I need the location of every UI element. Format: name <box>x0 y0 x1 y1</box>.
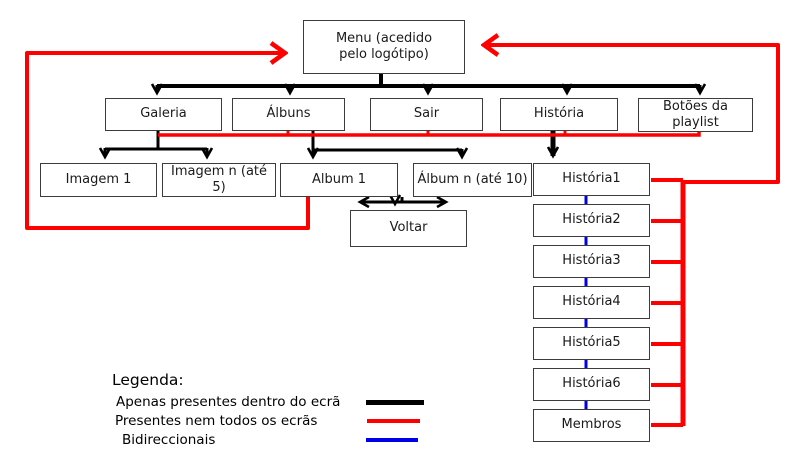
node-voltar: Voltar <box>350 210 467 247</box>
legend-title: Legenda: <box>112 371 184 389</box>
legend-item-not-all-screens: Presentes nem todos os ecrãs <box>115 413 445 431</box>
node-album-1-label: Album 1 <box>311 171 367 187</box>
node-historia-label: História <box>533 106 585 122</box>
node-menu: Menu (acedido pelo logótipo) <box>303 20 465 74</box>
node-sair: Sair <box>370 98 483 131</box>
red-row2-bus <box>158 131 701 137</box>
red-loop-historias-to-menu <box>484 45 780 184</box>
node-historia: História <box>500 98 618 131</box>
node-historia4: História4 <box>533 286 650 319</box>
node-galeria: Galeria <box>105 98 222 131</box>
node-imagem-n-label: Imagem n (até 5) <box>170 163 267 195</box>
node-historia6: História6 <box>533 368 650 401</box>
node-album-n: Álbum n (até 10) <box>413 163 532 197</box>
legend-item-not-all-screens-label: Presentes nem todos os ecrãs <box>115 413 318 429</box>
node-historia1: História1 <box>533 163 650 196</box>
node-historia5: História5 <box>533 327 650 360</box>
node-albuns: Álbuns <box>232 98 345 131</box>
node-historia5-label: História5 <box>562 335 621 351</box>
node-historia1-label: História1 <box>562 171 621 187</box>
node-botoes-playlist: Botões da playlist <box>638 98 753 132</box>
node-historia3-label: História3 <box>562 253 621 269</box>
node-voltar-label: Voltar <box>389 220 428 236</box>
node-imagem-1-label: Imagem 1 <box>65 171 132 187</box>
node-membros-label: Membros <box>561 417 622 433</box>
legend-swatch-blue-line <box>366 438 418 442</box>
red-connectors <box>25 45 780 427</box>
node-galeria-label: Galeria <box>140 106 187 122</box>
legend-item-internal-label: Apenas presentes dentro do ecrã <box>116 394 341 410</box>
legend-item-internal: Apenas presentes dentro do ecrã <box>116 394 446 412</box>
node-album-n-label: Álbum n (até 10) <box>417 171 528 187</box>
node-membros: Membros <box>533 409 650 442</box>
node-imagem-n: Imagem n (até 5) <box>162 163 276 197</box>
red-loop-album1-to-menu <box>25 53 310 230</box>
node-historia6-label: História6 <box>562 376 621 392</box>
node-albuns-label: Álbuns <box>266 106 311 122</box>
legend-swatch-black-line <box>366 400 424 405</box>
node-historia4-label: História4 <box>562 294 621 310</box>
node-historia2: História2 <box>533 204 650 237</box>
legend-item-bidirectional: Bidireccionais <box>122 432 452 450</box>
node-imagem-1: Imagem 1 <box>40 163 157 197</box>
node-album-1: Album 1 <box>280 163 398 197</box>
legend-item-bidirectional-label: Bidireccionais <box>122 432 216 448</box>
node-botoes-playlist-label: Botões da playlist <box>662 98 729 130</box>
node-menu-label: Menu (acedido pelo logótipo) <box>335 30 433 62</box>
node-historia2-label: História2 <box>562 212 621 228</box>
legend-swatch-red-line <box>367 419 420 423</box>
node-historia3: História3 <box>533 245 650 278</box>
node-sair-label: Sair <box>413 106 440 122</box>
